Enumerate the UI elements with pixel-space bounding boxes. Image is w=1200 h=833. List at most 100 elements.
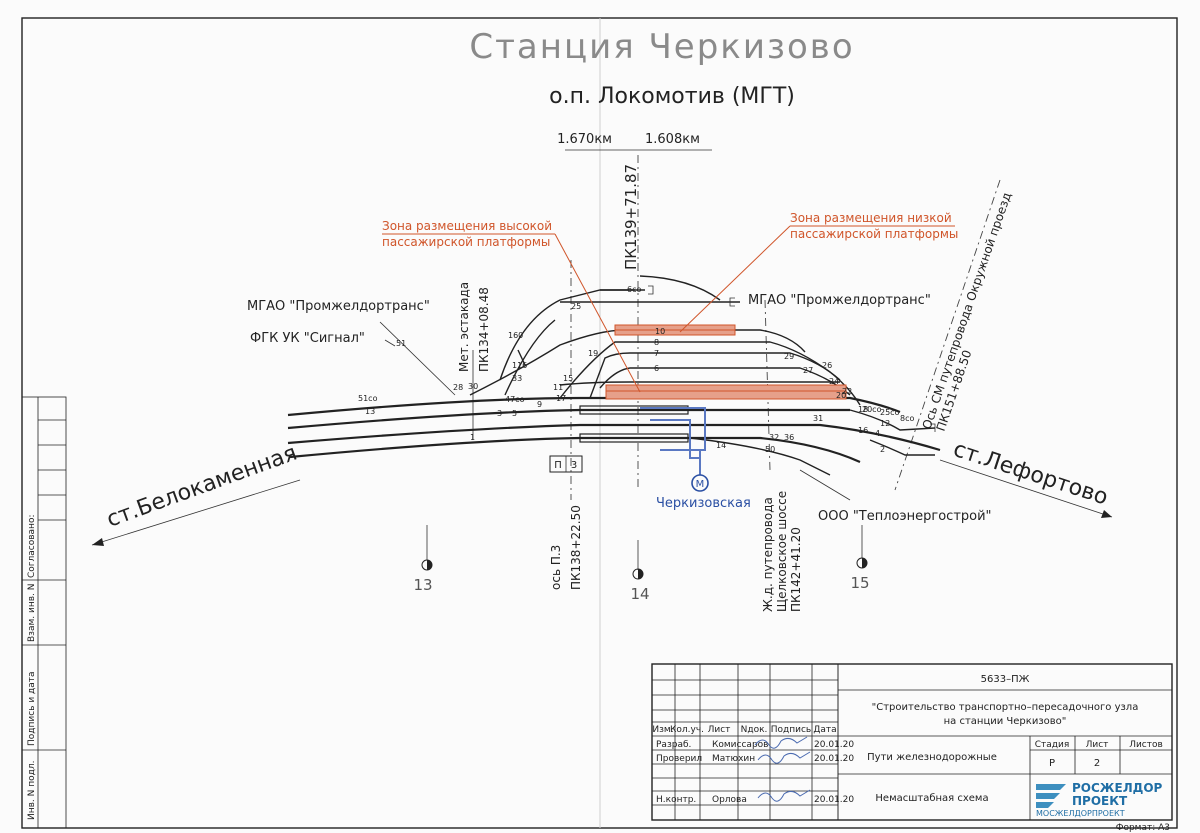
tb-row-1-date: 20.01.20 bbox=[814, 754, 854, 764]
tb-sheet-hdr: Лист bbox=[1086, 740, 1109, 750]
metro-icon bbox=[691, 474, 709, 492]
track-number-7: 7 bbox=[654, 349, 659, 358]
track-number-33: 33 bbox=[512, 374, 522, 383]
putoprovod-line1: Ж.д. путепровода bbox=[761, 497, 775, 612]
track-number-50: 50 bbox=[765, 445, 775, 454]
track-number-17: 17 bbox=[556, 394, 566, 403]
track-number-160: 160 bbox=[508, 331, 523, 340]
zone-high-line2: пассажирской платформы bbox=[382, 235, 550, 249]
company-logo: РОСЖЕЛДОР ПРОЕКТ МОСЖЕЛДОРПРОЕКТ bbox=[1036, 781, 1163, 818]
estakada-line2: ПК134+08.48 bbox=[477, 287, 491, 372]
high-platform-zone bbox=[605, 384, 847, 400]
track-number-29: 29 bbox=[784, 352, 794, 361]
track-7 bbox=[589, 352, 841, 399]
track-number-15: 15 bbox=[563, 374, 573, 383]
stamp-podpis: Подпись и дата bbox=[27, 671, 37, 746]
track-number-10: 10 bbox=[655, 327, 665, 336]
track-10 bbox=[469, 329, 806, 396]
arrow-right-line bbox=[939, 459, 1113, 518]
track-number-19: 19 bbox=[588, 349, 598, 358]
stop-116 bbox=[648, 285, 654, 295]
stop-title: о.п. Локомотив (МГТ) bbox=[549, 84, 795, 109]
tb-row-0-date: 20.01.20 bbox=[814, 740, 854, 750]
side-stamp-frame bbox=[21, 396, 67, 829]
stop-12 bbox=[930, 423, 936, 432]
tb-row-0-name: Комиссаров bbox=[712, 740, 768, 750]
track-number-28: 28 bbox=[453, 383, 463, 392]
tb-row-3-date: 20.01.20 bbox=[814, 795, 854, 805]
teplo-label: ООО "Теплоэнергострой" bbox=[818, 509, 992, 524]
station-title: Станция Черкизово bbox=[469, 27, 854, 67]
tb-row-3-name: Орлова bbox=[712, 795, 747, 805]
track-number-47со: 47со bbox=[505, 395, 525, 404]
p3-box-left: П bbox=[554, 460, 562, 471]
track-number-1: 1 bbox=[470, 433, 475, 442]
platform-a bbox=[579, 405, 689, 415]
track-51 bbox=[504, 319, 556, 396]
tb-row-1-role: Проверил bbox=[656, 754, 702, 764]
format-label: Формат: А3 bbox=[1116, 823, 1170, 833]
track-12 bbox=[849, 409, 936, 431]
track-5 bbox=[559, 381, 840, 386]
track-number-labels: 1234567891011121314151617181920222425262… bbox=[358, 285, 914, 454]
tb-header-1: Кол.уч. bbox=[670, 725, 704, 735]
platform-hatch bbox=[606, 329, 846, 392]
track-number-32: 32 bbox=[769, 433, 779, 442]
logo-line1: РОСЖЕЛДОР bbox=[1072, 781, 1163, 795]
picket-13: 13 bbox=[413, 525, 433, 594]
track-number-8: 8 bbox=[654, 338, 659, 347]
track-2-branch bbox=[869, 439, 935, 456]
tb-project-2: на станции Черкизово" bbox=[944, 716, 1067, 727]
track-number-27: 27 bbox=[803, 366, 813, 375]
tb-sheets-hdr: Листов bbox=[1129, 740, 1163, 750]
zone-high-leader bbox=[554, 233, 641, 393]
track-14 bbox=[689, 437, 831, 476]
tb-header-2: Лист bbox=[708, 725, 731, 735]
picket-13-label: 13 bbox=[413, 576, 432, 594]
track-number-20со: 20со bbox=[862, 405, 882, 414]
track-number-4: 4 bbox=[875, 429, 880, 438]
track-number-18: 18 bbox=[858, 405, 868, 414]
track-number-31: 31 bbox=[813, 414, 823, 423]
tb-project-1: "Строительство транспортно–пересадочного… bbox=[872, 702, 1139, 713]
track-19 bbox=[639, 275, 721, 301]
side-stamp: Согласовано: Взам. инв. N Подпись и дата… bbox=[21, 396, 67, 829]
stop-16 bbox=[729, 297, 735, 307]
logo-sub: МОСЖЕЛДОРПРОЕКТ bbox=[1036, 809, 1125, 818]
track-number-26: 26 bbox=[822, 361, 832, 370]
mgao-right-label: МГАО "Промжелдортранс" bbox=[748, 293, 931, 308]
track-number-16: 16 bbox=[858, 426, 868, 435]
track-number-25со: 25со bbox=[880, 408, 900, 417]
estakada-line1: Мет. эстакада bbox=[457, 282, 471, 372]
main-track-upper bbox=[287, 396, 901, 417]
tb-row-1-name: Матюхин bbox=[712, 754, 755, 764]
track-number-5: 5 bbox=[512, 409, 517, 418]
picket-15-label: 15 bbox=[850, 574, 869, 592]
track-number-11: 11 bbox=[553, 383, 563, 392]
km-left: 1.670км bbox=[557, 132, 612, 147]
zone-high-line1: Зона размещения высокой bbox=[382, 219, 552, 233]
arrow-left-line bbox=[91, 479, 301, 546]
track-number-9: 9 bbox=[537, 400, 542, 409]
picket-14-label: 14 bbox=[630, 585, 649, 603]
signature-1 bbox=[757, 751, 811, 764]
picket-14-fill bbox=[638, 569, 643, 579]
okruzhnoy-axis bbox=[894, 179, 1001, 491]
mgao-left-label: МГАО "Промжелдортранс" bbox=[247, 299, 430, 314]
tb-stage: Р bbox=[1049, 758, 1055, 769]
zone-low-leader bbox=[679, 225, 791, 333]
track-number-6: 6 bbox=[654, 364, 659, 373]
station-axis-pk: ПК139+71.87 bbox=[622, 164, 640, 270]
zone-low-line1: Зона размещения низкой bbox=[790, 211, 952, 225]
tb-header-3: Nдок. bbox=[741, 725, 768, 735]
track-number-51со: 51со bbox=[358, 394, 378, 403]
arrow-right-head bbox=[1101, 510, 1112, 518]
km-right: 1.608км bbox=[645, 132, 700, 147]
stamp-inv-podl: Инв. N подл. bbox=[27, 761, 37, 820]
stamp-soglasovano: Согласовано: bbox=[27, 515, 37, 578]
station-right-label: ст.Лефортово bbox=[950, 437, 1111, 511]
main-track-1 bbox=[287, 408, 850, 430]
tb-header-4: Подпись bbox=[771, 725, 811, 735]
putoprovod-line2: Щелковское шоссе bbox=[775, 491, 789, 612]
